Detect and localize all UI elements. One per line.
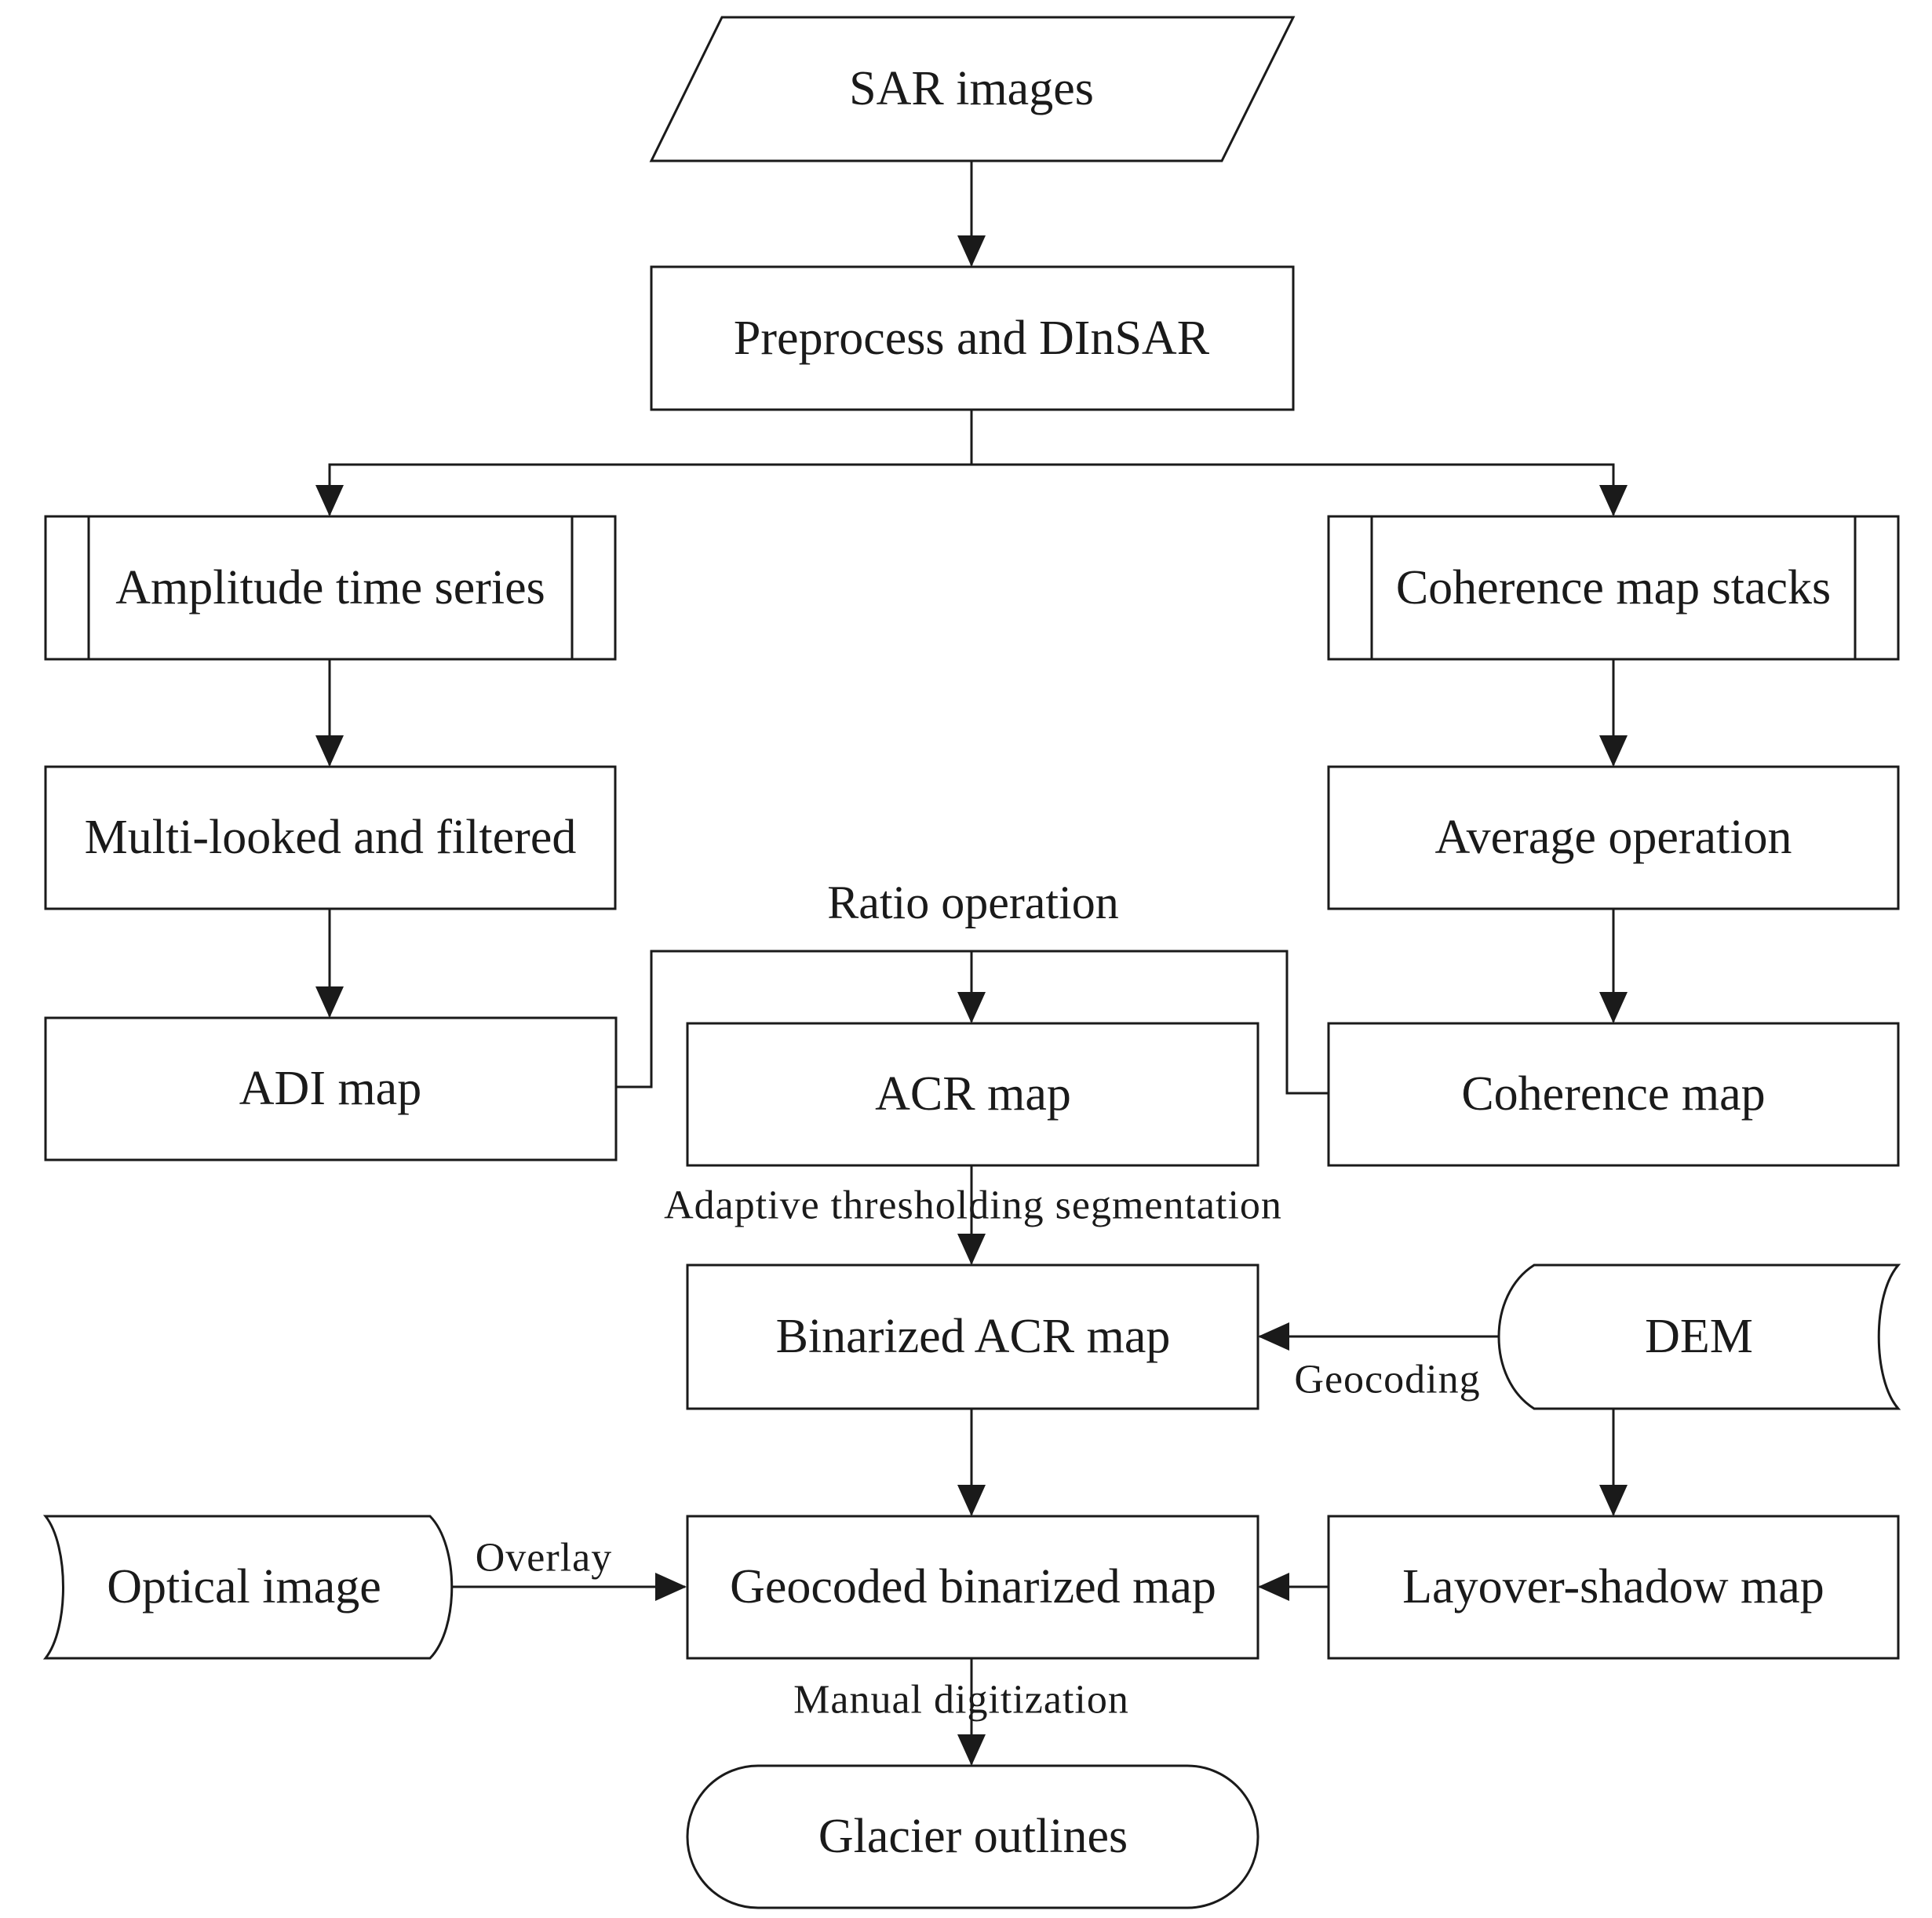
dem-label: DEM	[1645, 1310, 1753, 1363]
node-coherence-stacks: Coherence map stacks	[1327, 515, 1900, 661]
manual-digitization-label: Manual digitization	[793, 1678, 1129, 1723]
node-geocoded: Geocoded binarized map	[686, 1515, 1259, 1660]
node-amplitude: Amplitude time series	[44, 515, 617, 661]
acr-label: ACR map	[875, 1067, 1071, 1121]
node-optical: Optical image	[42, 1515, 454, 1660]
adi-label: ADI map	[239, 1062, 421, 1115]
node-glacier: Glacier outlines	[686, 1764, 1259, 1909]
node-coherence-map: Coherence map	[1327, 1022, 1900, 1167]
node-multilooked: Multi-looked and filtered	[44, 765, 617, 910]
node-average: Average operation	[1327, 765, 1900, 910]
amplitude-label: Amplitude time series	[115, 561, 545, 614]
adaptive-thresholding-label: Adaptive thresholding segmentation	[664, 1183, 1282, 1228]
edge-split-to-coherence-stacks	[971, 463, 1628, 516]
multilooked-label: Multi-looked and filtered	[85, 811, 577, 864]
edge-ratio-bracket	[616, 950, 1329, 1095]
node-sar-images: SAR images	[649, 16, 1296, 162]
node-preprocess: Preprocess and DInSAR	[650, 265, 1295, 411]
glacier-label: Glacier outlines	[818, 1810, 1128, 1863]
coherence-map-label: Coherence map	[1461, 1067, 1765, 1121]
ratio-operation-label: Ratio operation	[827, 877, 1119, 928]
sar-images-label: SAR images	[849, 62, 1094, 115]
node-adi: ADI map	[44, 1016, 618, 1161]
optical-label: Optical image	[107, 1560, 381, 1614]
node-acr: ACR map	[686, 1022, 1259, 1167]
edges	[315, 161, 1628, 1766]
layover-label: Layover-shadow map	[1402, 1560, 1824, 1614]
edge-split-to-amplitude	[315, 463, 971, 516]
overlay-label: Overlay	[476, 1536, 612, 1581]
node-binarized: Binarized ACR map	[686, 1263, 1259, 1410]
geocoded-label: Geocoded binarized map	[730, 1560, 1216, 1614]
geocoding-label: Geocoding	[1294, 1358, 1480, 1402]
preprocess-label: Preprocess and DInSAR	[734, 312, 1210, 365]
average-label: Average operation	[1434, 811, 1792, 864]
coherence-stacks-label: Coherence map stacks	[1396, 561, 1831, 614]
node-dem: DEM	[1497, 1263, 1901, 1410]
node-layover: Layover-shadow map	[1327, 1515, 1900, 1660]
binarized-label: Binarized ACR map	[776, 1310, 1171, 1363]
